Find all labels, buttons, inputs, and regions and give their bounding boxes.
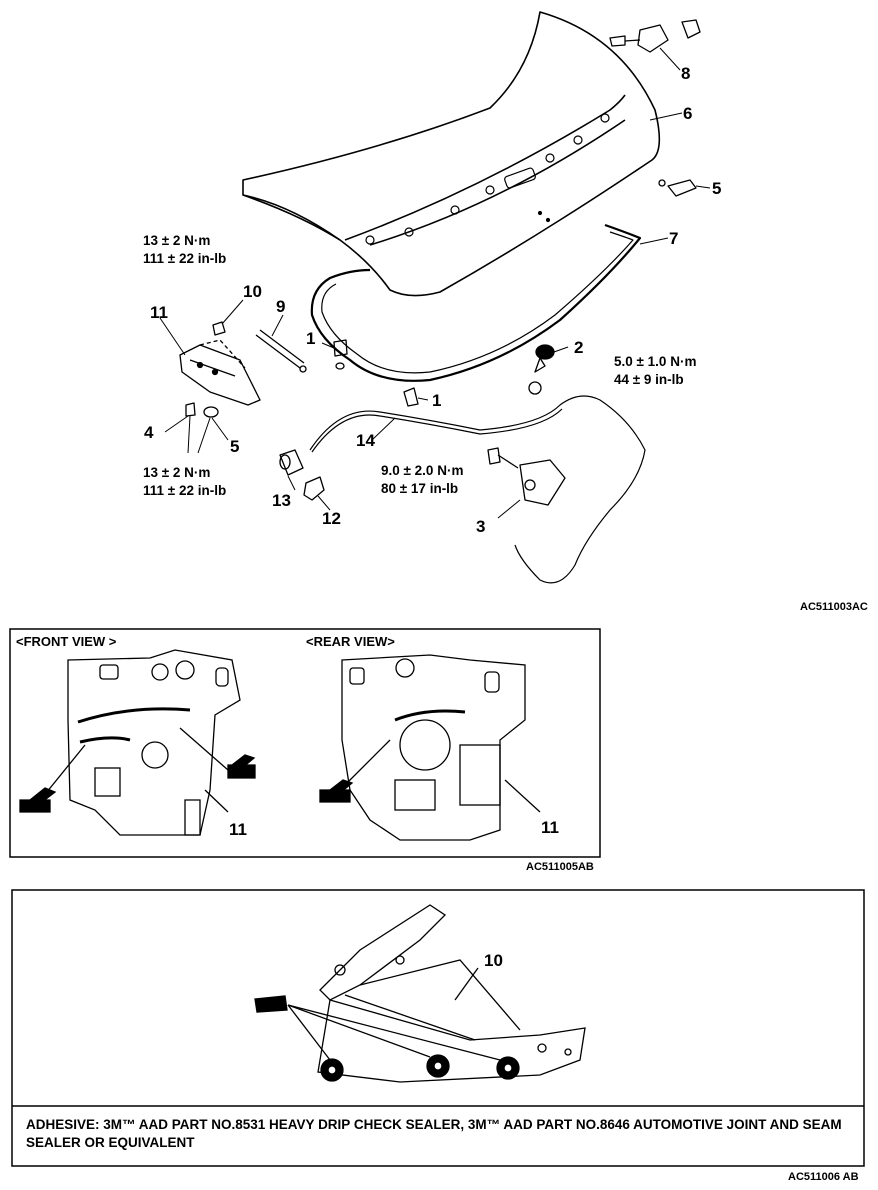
- front-view-label: <FRONT VIEW >: [16, 634, 117, 649]
- callout-6: 6: [683, 104, 692, 123]
- latch-front-view: [19, 649, 256, 836]
- part-2-striker: [528, 344, 555, 395]
- lid-mounting-holes: [365, 113, 610, 245]
- part-11-latch: [487, 447, 566, 506]
- part-13-key-cylinder: [279, 449, 304, 476]
- callout-5-b: 5: [230, 437, 239, 456]
- part-12-clip: [303, 476, 325, 501]
- figure3-frame: [11, 889, 865, 1167]
- figure1-code: AC511003AC: [800, 601, 868, 613]
- part-3-bracket: [609, 19, 701, 53]
- part-4-clip: [658, 179, 697, 197]
- callout-13: 13: [272, 491, 291, 510]
- part-9-bolt: [212, 321, 226, 336]
- hinge-callout-10: 10: [484, 951, 503, 970]
- callout-11: 3: [476, 517, 485, 536]
- callout-1-a: 1: [306, 329, 315, 348]
- trunk-lid-panel: [242, 11, 661, 297]
- figure3-code: AC511006 AB: [788, 1171, 859, 1183]
- figure2-frame: [9, 628, 601, 858]
- torque-hinge-bottom-inlb: 111 ± 22 in-lb: [143, 483, 226, 498]
- torque-striker-inlb: 44 ± 9 in-lb: [614, 372, 684, 387]
- torque-hinge-top-inlb: 111 ± 22 in-lb: [143, 251, 226, 266]
- callout-3: 8: [681, 64, 690, 83]
- callout-7: 7: [669, 229, 678, 248]
- callout-14: 14: [356, 431, 375, 450]
- front-view-callout-11: 11: [229, 820, 247, 839]
- torque-striker-nm: 5.0 ± 1.0 N·m: [614, 354, 696, 369]
- torque-latch-nm: 9.0 ± 2.0 N·m: [381, 463, 463, 478]
- part-5-fasteners: [185, 402, 219, 418]
- callout-4: 5: [712, 179, 721, 198]
- part-1-bumpers: [333, 339, 419, 407]
- torque-hinge-bottom-nm: 13 ± 2 N·m: [143, 465, 210, 480]
- callout-12: 12: [322, 509, 341, 528]
- rear-view-callout-11: 11: [541, 818, 559, 837]
- adhesive-note: ADHESIVE: 3M™ AAD PART NO.8531 HEAVY DRI…: [26, 1117, 842, 1150]
- leader-lines: [159, 47, 711, 519]
- figure1-callouts: 8 6 5 7 2 1 1 9 10 11 4 5 14 13 12 3: [144, 64, 721, 536]
- callout-10: 11: [150, 303, 168, 322]
- callout-1-b: 1: [432, 391, 441, 410]
- weatherstrip: [310, 223, 642, 382]
- torque-specs: 13 ± 2 N·m 111 ± 22 in-lb 13 ± 2 N·m 111…: [143, 233, 696, 498]
- latch-rear-view: [319, 654, 541, 841]
- rear-view-label: <REAR VIEW>: [306, 634, 395, 649]
- trunk-lid-exploded-view: [159, 11, 711, 584]
- callout-9: 10: [243, 282, 262, 301]
- part-10-hinge: [179, 339, 261, 406]
- figure2-code: AC511005AB: [526, 861, 594, 873]
- torque-latch-inlb: 80 ± 17 in-lb: [381, 481, 458, 496]
- hinge-detail: [254, 904, 586, 1083]
- callout-5-a: 4: [144, 423, 154, 442]
- callout-8: 9: [276, 297, 285, 316]
- part-8-gas-spring: [255, 329, 307, 373]
- part-14-cable: [309, 395, 646, 584]
- torque-hinge-top-nm: 13 ± 2 N·m: [143, 233, 210, 248]
- callout-2: 2: [574, 338, 583, 357]
